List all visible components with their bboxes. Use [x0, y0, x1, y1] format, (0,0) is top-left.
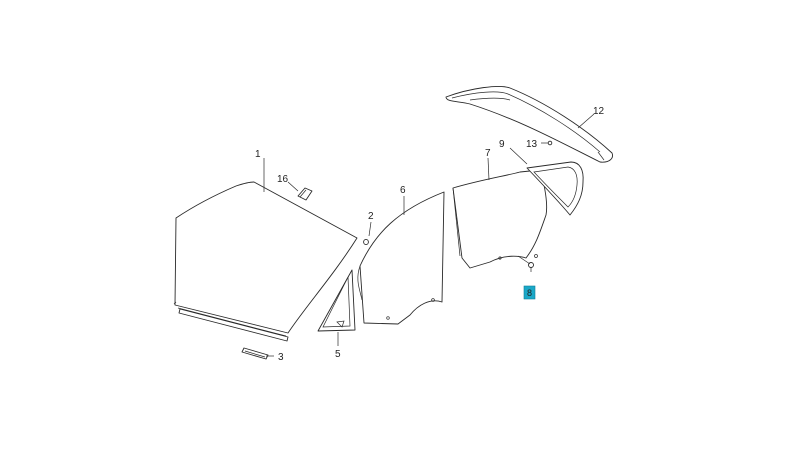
callout-highlight-box	[523, 285, 536, 300]
callout-8: 8	[527, 288, 532, 298]
fastener-part	[528, 262, 534, 272]
rear-quarter-glass-part	[526, 161, 584, 216]
callout-3: 3	[278, 352, 284, 363]
callout-16: 16	[277, 174, 289, 185]
front-quarter-glass-part	[317, 269, 356, 332]
callout-6: 6	[400, 185, 406, 196]
callout-7: 7	[485, 148, 491, 159]
highlighted-callout-8[interactable]: 8	[523, 285, 536, 300]
callout-9: 9	[499, 139, 505, 150]
leader-lines	[263, 113, 595, 357]
molding-strip-part	[241, 347, 269, 360]
callout-1: 1	[255, 149, 261, 160]
rear-window-part	[445, 86, 613, 163]
callout-5: 5	[335, 349, 341, 360]
callout-12: 12	[593, 106, 605, 117]
callout-13: 13	[526, 139, 538, 150]
mirror-mount-part	[297, 187, 313, 201]
front-door-glass-part	[357, 191, 445, 325]
rear-door-glass-part	[452, 169, 548, 269]
callout-2: 2	[368, 211, 374, 222]
clip-part	[363, 238, 369, 246]
small-clip-part	[547, 140, 553, 146]
windshield-part	[173, 181, 358, 342]
